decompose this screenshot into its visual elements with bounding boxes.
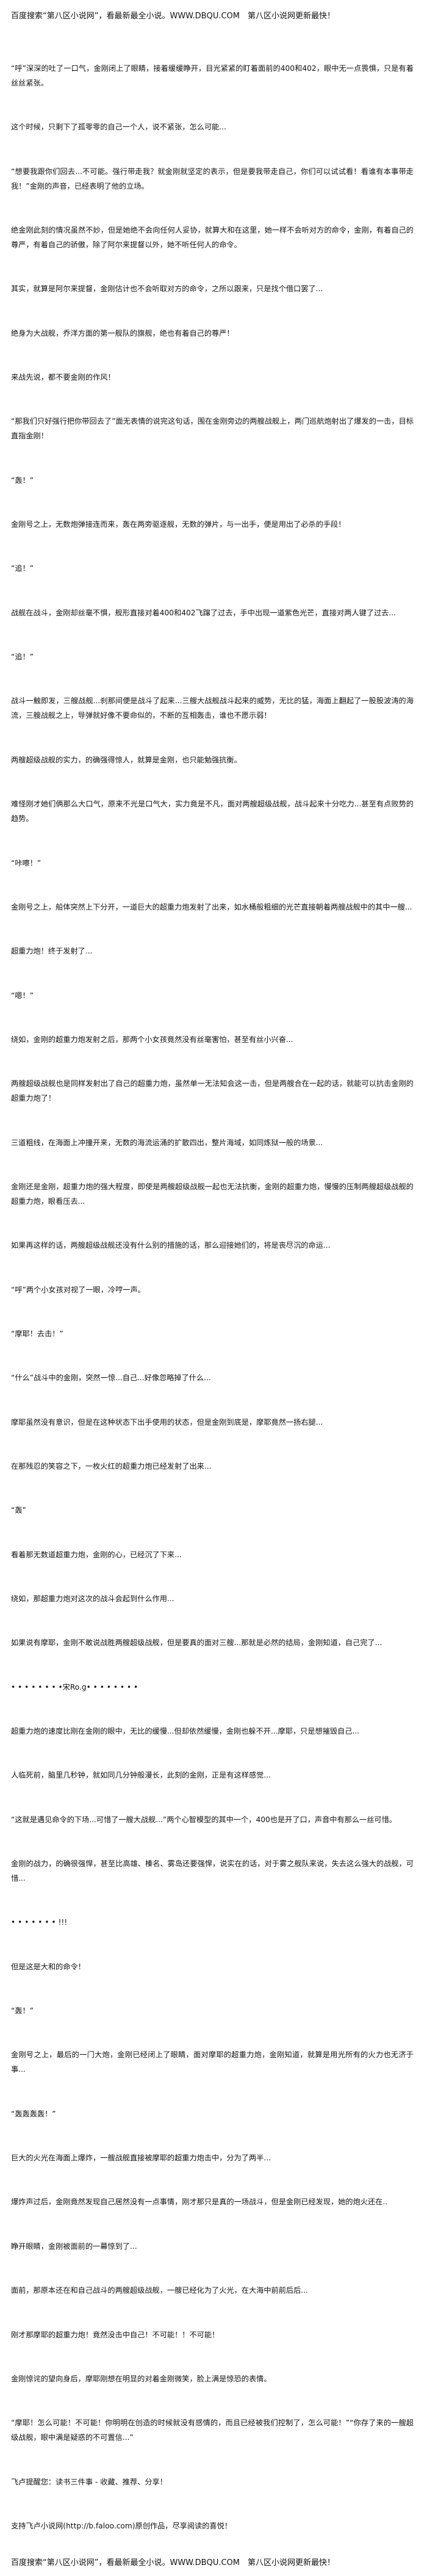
paragraph: “咔嚓！” [11,858,41,867]
paragraph: “嗯！” [11,991,34,1000]
paragraph: “摩耶！怎么可能！不可能！你明明在创造的时候就没有感情的，而且已经被我们控制了，… [11,2419,414,2442]
paragraph: 绕如，金刚的超重力炮发射之后，那两个小女孩竟然没有丝毫害怕，甚至有丝小兴奋... [11,1035,293,1044]
paragraph: • • • • • • • •宋Ro.g• • • • • • • • [11,1682,138,1691]
paragraph: “摩耶！去击！” [11,1329,63,1338]
paragraph: “呼”深深的吐了一口气，金刚闭上了眼睛，接着缓缓睁开，目光紧紧的盯着面前的400… [11,64,414,87]
paragraph: 爆炸声过后，金刚竟然发现自己居然没有一点事情，刚才那只是真的一场战斗，但是金刚已… [11,2198,388,2207]
paragraph: 超重力炮的速度比刚在金刚的眼中，无比的缓慢...但却依然缓慢，金刚也躲不开...… [11,1727,360,1736]
paragraph: 睁开眼睛，金刚被面前的一幕惊到了... [11,2241,137,2251]
paragraph: 三道粗线，在海面上冲撞开来，无数的海流运涌的扩散四出，整片海域，如同炼狱一般的场… [11,1138,323,1147]
site-header-notice: 百度搜索“第八区小说网”，看最新最全小说。WWW.DBQU.COM 第八区小说网… [11,12,336,21]
paragraph: “想要我跟你们回去...不可能。强行带走我？就金刚就坚定的表示，但是要我带走自己… [11,167,414,190]
paragraph: “轰！” [11,476,34,485]
paragraph: 金刚号之上，船体突然上下分开，一道巨大的超重力炮发射了出来，如水桶般粗细的光芒直… [11,902,412,911]
paragraph: 但是这是大和的命令！ [11,1962,85,1971]
paragraph: 金刚还是金刚，超重力炮的强大程度，即使是两艘超级战舰一起也无法抗衡，金刚的超重力… [11,1182,414,1206]
paragraph: 战舰在战斗，金刚却丝毫不惧，舰形直接对着400和402飞蹿了过去，手中出现一道紫… [11,608,396,617]
paragraph: 绕如，那超重力炮对这次的战斗会起到什么作用... [11,1594,174,1603]
paragraph: 如果说有摩耶，金刚不敢说战胜两艘超级战舰，但是要真的面对三艘...那就是必然的结… [11,1638,382,1648]
paragraph: “轰！” [11,2006,34,2016]
paragraph: 金刚号之上，无数炮弹接连而来，轰在两旁驱逐舰，无数的弹片，与一出手，便是用出了必… [11,520,346,529]
paragraph: 飞卢提醒您：读书三件事 - 收藏、推荐、分享！ [11,2477,167,2486]
paragraph: 摩耶虽然没有意识，但是在这种状态下出手使用的状态，但是金刚到底是，摩耶竟然一扬右… [11,1417,323,1427]
paragraph: 面前，那原本还在和自己战斗的两艘超级战舰，一艘已经化为了火光，在大海中前前后后.… [11,2286,308,2295]
site-footer-notice: 百度搜索“第八区小说网”，看最新最全小说。WWW.DBQU.COM 第八区小说网… [11,2558,336,2567]
paragraph: • • • • • • • !!! [11,1918,68,1927]
paragraph: 超重力炮！终于发射了... [11,947,93,956]
paragraph: 巨大的火光在海面上爆炸，一艘战舰直接被摩耶的超重力炮击中，分为了两半... [11,2154,271,2163]
paragraph: 两艘超级战舰的实力，的确强得惊人，就算是金刚，也只能勉强抗衡。 [11,755,242,764]
paragraph: “这就是遇见命令的下场...可惜了一艘大战舰...”两个心智模型的其中一个，40… [11,1815,396,1824]
paragraph: 绝金刚此刻的情况虽然不妙，但是她绝不会向任何人妥协，就算大和在这里，她一样不会听… [11,226,414,250]
paragraph: “追！” [11,564,34,573]
paragraph: 如果再这样的话，两艘超级战舰还没有什么别的措施的话，那么迎接她们的，将是丧尽沉的… [11,1241,331,1250]
paragraph: 金刚惊诧的望向身后，摩耶刚想在明显的对着金刚微笑，脸上满是惊恐的表情。 [11,2374,271,2383]
paragraph: “轰” [11,1506,26,1515]
paragraph: 这个时候，只剩下了孤零零的自己一个人，说不紧张，怎么可能... [11,123,226,132]
paragraph: 人临死前，脑里几秒钟，就如同几分钟般漫长，此刻的金刚，正是有这样感觉... [11,1771,271,1780]
paragraph: 来战先说，都不要金刚的作风！ [11,373,115,382]
paragraph: “轰轰轰轰！” [11,2109,56,2118]
paragraph: “什么”战斗中的金刚，突然一惊...自己...好像忽略掉了什么... [11,1373,211,1383]
paragraph: 难怪刚才她们俩那么大口气，原来不光是口气大，实力竟是不凡，面对两艘超级战舰，战斗… [11,800,414,823]
paragraph: 看着那无数道超重力炮，金刚的心，已经沉了下来... [11,1550,182,1559]
paragraph: 战斗一触即发，三艘战舰...刹那间便是战斗了起来...三艘大战舰战斗起来的威势，… [11,696,414,720]
paragraph: “那我们只好强行把你带回去了”面无表情的说完这句话，围在金刚旁边的两艘战舰上，两… [11,417,414,441]
paragraph: “追！” [11,653,34,662]
paragraph: 刚才那摩耶的超重力炮！竟然没击中自己！不可能！！不可能！ [11,2330,220,2339]
paragraph: 在那残忍的笑容之下，一枚火红的超重力炮已经发射了出来... [11,1461,212,1471]
paragraph: 支持飞卢小说网(http://b.faloo.com)原创作品，尽享阅读的喜悦！ [11,2521,232,2530]
paragraph: 金刚号之上，最后的一门大炮，金刚已经闭上了眼睛，面对摩耶的超重力炮，金刚知道，就… [11,2050,414,2074]
paragraph: 两艘超级战舰也是同样发射出了自己的超重力炮，虽然单一无法知会这一击，但是两艘合在… [11,1079,414,1103]
paragraph: 金刚的战力，的确很强悍，甚至比高雄、榛名、雾岛还要强悍，说实在的话，对于雾之舰队… [11,1859,414,1883]
chapter-body: “呼”深深的吐了一口气，金刚闭上了眼睛，接着缓缓睁开，目光紧紧的盯着面前的400… [11,61,414,2533]
paragraph: 绝身为大战舰，乔洋方面的第一舰队的旗舰，绝也有着自己的尊严！ [11,328,234,338]
paragraph: “呼”两个小女孩对视了一眼，冷哼一声。 [11,1285,145,1294]
paragraph: 其实，就算是阿尔来提督，金刚估计也不会听取对方的命令，之所以跟来，只是找个借口罢… [11,284,323,294]
